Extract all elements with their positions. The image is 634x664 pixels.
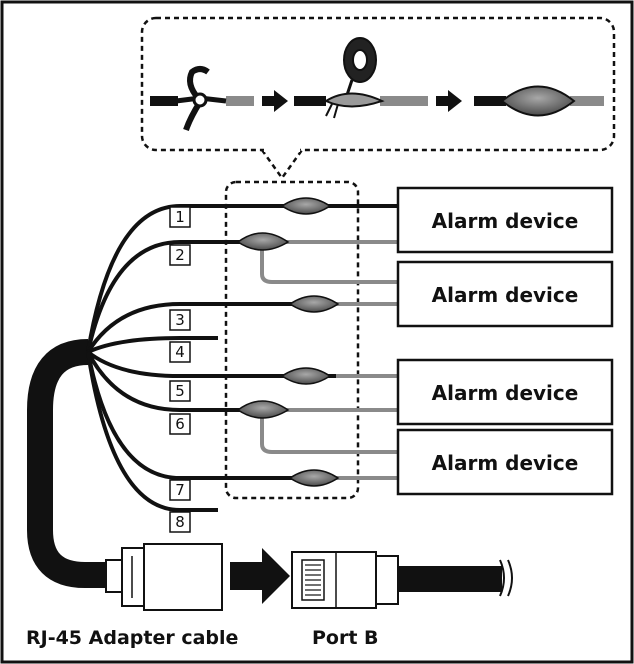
device-wires	[260, 240, 398, 480]
alarm-device: Alarm device	[396, 428, 614, 496]
splice-zone-box	[224, 180, 360, 500]
wire-bundle	[86, 204, 398, 512]
wire-number-8: 8	[169, 511, 191, 533]
alarm-device: Alarm device	[396, 260, 614, 328]
adapter-caption: RJ-45 Adapter cable	[26, 627, 238, 649]
step-arrow-icon	[436, 90, 462, 112]
wire-6	[86, 351, 252, 412]
alarm-device: Alarm device	[396, 358, 614, 426]
wire-2	[86, 240, 252, 353]
step-arrow-icon	[262, 90, 288, 112]
wire-number-2: 2	[169, 244, 191, 266]
connect-arrow-icon	[230, 548, 290, 604]
wire-number-4: 4	[169, 341, 191, 363]
splice-connector	[236, 232, 290, 251]
splice-connector	[280, 367, 332, 385]
crimp-tool-icon	[150, 66, 254, 131]
alarm-device: Alarm device	[396, 186, 614, 254]
finished-splice-icon	[474, 85, 604, 117]
svg-text:5: 5	[175, 382, 185, 400]
port-b-cable	[398, 559, 513, 597]
svg-text:Alarm device: Alarm device	[432, 451, 579, 475]
svg-text:2: 2	[175, 246, 185, 264]
port-caption: Port B	[312, 627, 379, 649]
rj45-plug-icon	[291, 551, 399, 609]
splice-connector	[236, 400, 290, 419]
wire-4	[87, 336, 218, 354]
splice-connector	[288, 295, 340, 313]
svg-text:8: 8	[175, 513, 185, 531]
splice-steps-callout	[140, 16, 616, 152]
wire-5	[86, 350, 398, 378]
callout-pointer	[260, 149, 304, 181]
svg-text:6: 6	[175, 415, 185, 433]
splice-connectors	[236, 197, 340, 487]
main-cable	[27, 339, 112, 588]
wire-number-7: 7	[169, 479, 191, 501]
wire-number-labels: 1 2 3 4 5 6 7 8	[169, 206, 191, 533]
wire-number-3: 3	[169, 309, 191, 331]
wire-8	[86, 351, 218, 512]
wire-number-1: 1	[169, 206, 191, 228]
tape-roll-icon	[294, 37, 428, 119]
svg-text:Alarm device: Alarm device	[432, 381, 579, 405]
wire-number-6: 6	[169, 413, 191, 435]
splice-connector	[280, 197, 332, 215]
svg-text:7: 7	[175, 481, 185, 499]
rj45-adapter-housing	[105, 543, 223, 611]
svg-text:Alarm device: Alarm device	[432, 283, 579, 307]
wire-3	[86, 302, 398, 354]
svg-text:3: 3	[175, 311, 185, 329]
svg-text:1: 1	[175, 208, 185, 226]
svg-text:4: 4	[175, 343, 185, 361]
splice-connector	[288, 469, 340, 487]
wire-number-5: 5	[169, 380, 191, 402]
svg-text:Alarm device: Alarm device	[432, 209, 579, 233]
